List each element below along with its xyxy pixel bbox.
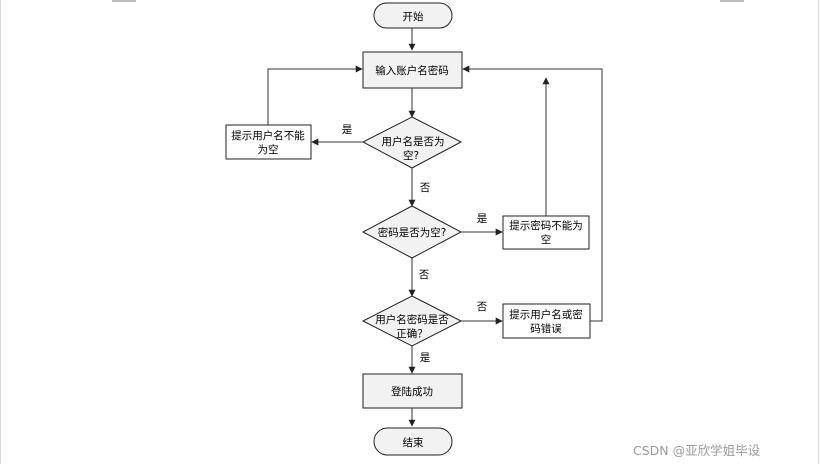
edge-label-password-yes: 是 <box>477 213 488 225</box>
page-border-left <box>0 0 1 464</box>
end-node: 结束 <box>373 427 453 456</box>
edge-hint-username-to-input <box>267 65 363 125</box>
edge-hint-wrong-to-input <box>462 65 603 322</box>
login-success-node: 登陆成功 <box>362 373 463 409</box>
start-node: 开始 <box>373 2 453 29</box>
start-label: 开始 <box>403 10 424 23</box>
page-corner-mark-right <box>720 0 744 2</box>
edge-label-username-no: 否 <box>420 182 431 194</box>
edge-label-credentials-yes: 是 <box>420 352 431 364</box>
login-success-label: 登陆成功 <box>391 385 433 398</box>
credentials-question-line2: 正确？ <box>396 327 428 340</box>
credentials-question-line1: 用户名密码是否 <box>375 313 449 326</box>
hint-password-empty-line2: 空 <box>541 233 552 246</box>
password-empty-decision: 密码是否为空? <box>361 205 463 259</box>
hint-credentials-wrong-node: 提示用户名或密 码错误 <box>502 303 591 339</box>
page-border-right <box>818 0 819 464</box>
watermark-text: CSDN @亚欣学姐毕设 <box>633 443 761 458</box>
credentials-correct-decision: 用户名密码是否 正确？ <box>361 295 463 347</box>
edge-label-username-yes: 是 <box>342 124 353 136</box>
username-empty-question-line2: 空? <box>403 149 419 162</box>
input-label: 输入账户名密码 <box>375 64 449 77</box>
input-node: 输入账户名密码 <box>362 51 463 89</box>
hint-password-empty-node: 提示密码不能为 空 <box>502 215 590 250</box>
hint-password-empty-line1: 提示密码不能为 <box>509 219 583 232</box>
hint-credentials-wrong-line2: 码错误 <box>530 322 562 335</box>
hint-credentials-wrong-line1: 提示用户名或密 <box>509 308 583 321</box>
username-empty-decision: 用户名是否为 空? <box>361 116 463 169</box>
hint-username-empty-line2: 为空 <box>258 143 279 156</box>
password-empty-question: 密码是否为空? <box>378 226 447 239</box>
username-empty-question-line1: 用户名是否为 <box>382 135 445 148</box>
page-corner-mark-left <box>112 0 136 2</box>
edge-label-password-no: 否 <box>419 269 430 281</box>
edge-label-credentials-no: 否 <box>477 301 488 313</box>
hint-username-empty-node: 提示用户名不能 为空 <box>225 124 312 160</box>
hint-username-empty-line1: 提示用户名不能 <box>231 129 305 142</box>
end-label: 结束 <box>403 436 424 449</box>
